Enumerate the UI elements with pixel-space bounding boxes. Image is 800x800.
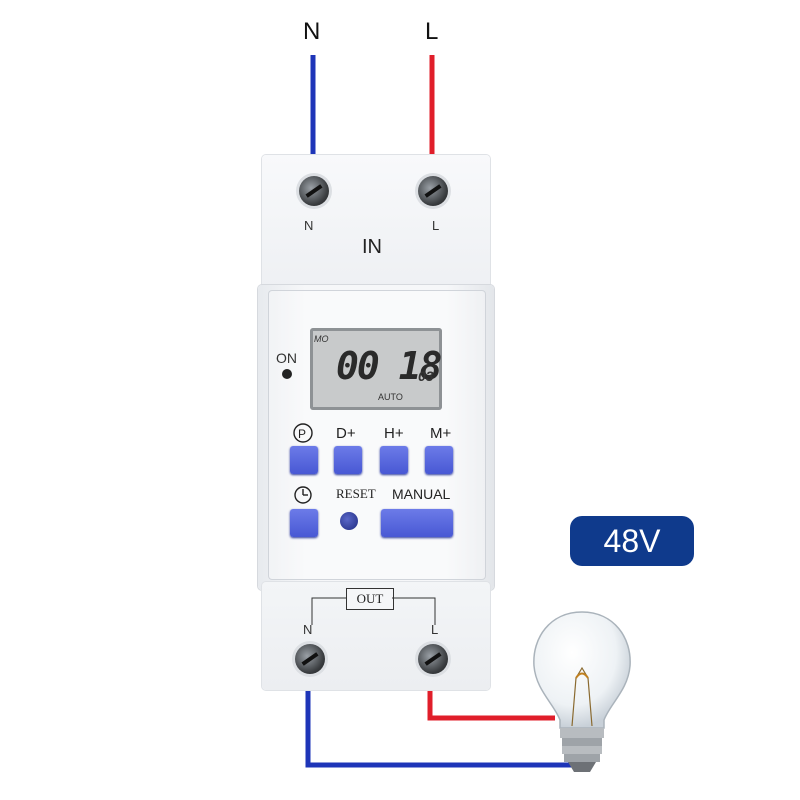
day-plus-label: D+ — [336, 425, 356, 442]
lcd-time: 00 18 — [336, 344, 442, 388]
out-label: OUT — [346, 588, 394, 610]
terminal-screw-in-l[interactable] — [418, 176, 448, 206]
on-indicator-led — [282, 369, 292, 379]
terminal-screw-out-l[interactable] — [418, 644, 448, 674]
reset-label: RESET — [336, 486, 376, 501]
reset-button[interactable] — [340, 512, 358, 530]
minute-plus-label: M+ — [430, 425, 452, 442]
terminal-out-n-label: N — [303, 622, 313, 637]
on-label: ON — [276, 350, 297, 366]
bottom-neutral-wire — [305, 660, 580, 768]
terminal-out-l-label: L — [431, 622, 439, 637]
top-live-label: L — [425, 18, 439, 45]
program-button[interactable] — [290, 446, 318, 474]
voltage-badge: 48V — [570, 516, 694, 566]
terminal-screw-in-n[interactable] — [299, 176, 329, 206]
terminal-in-n-label: N — [304, 218, 314, 233]
program-icon: P — [293, 423, 313, 443]
manual-label: MANUAL — [392, 486, 451, 502]
lcd-display: MO 00 18 03 AUTO — [310, 328, 442, 410]
light-bulb-icon — [533, 611, 631, 772]
lcd-day: MO — [314, 334, 329, 344]
hour-plus-button[interactable] — [380, 446, 408, 474]
svg-text:P: P — [298, 427, 306, 441]
top-neutral-label: N — [303, 18, 321, 45]
lcd-seconds: 03 — [418, 368, 434, 384]
clock-button[interactable] — [290, 509, 318, 537]
device-top-housing — [262, 155, 490, 290]
terminal-screw-out-n[interactable] — [295, 644, 325, 674]
minute-plus-button[interactable] — [425, 446, 453, 474]
manual-button[interactable] — [381, 509, 453, 537]
hour-plus-label: H+ — [384, 425, 404, 442]
terminal-in-l-label: L — [432, 218, 440, 233]
in-label: IN — [362, 236, 382, 258]
clock-icon — [294, 486, 312, 504]
lcd-mode: AUTO — [378, 392, 403, 402]
day-plus-button[interactable] — [334, 446, 362, 474]
